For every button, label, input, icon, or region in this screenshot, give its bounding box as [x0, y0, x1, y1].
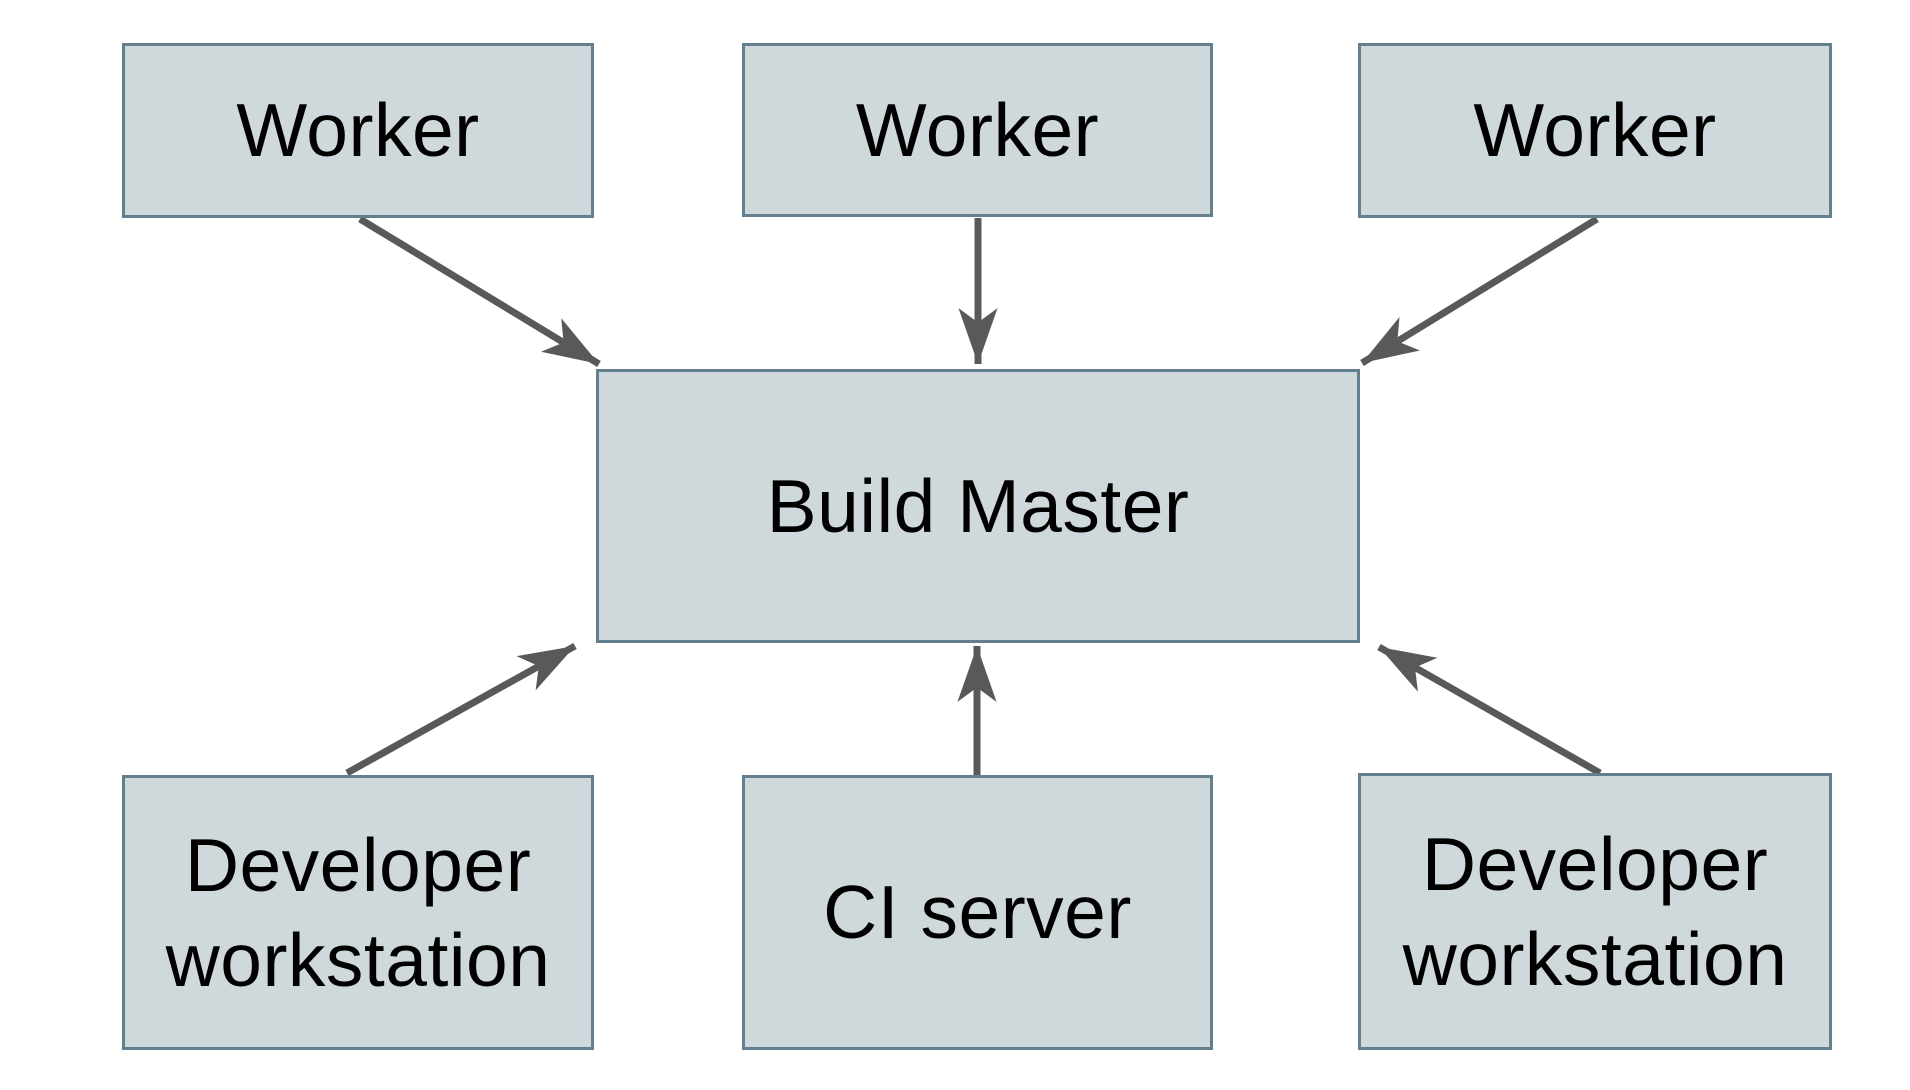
node-label: Developer workstation [1402, 822, 1788, 1001]
worker-1: Worker [122, 43, 594, 218]
arrow-developer-workstation-right-to-build-master [1377, 643, 1602, 777]
developer-workstation-left: Developer workstation [122, 775, 594, 1050]
arrow-developer-workstation-left-to-build-master [345, 642, 577, 777]
developer-workstation-right: Developer workstation [1358, 773, 1832, 1050]
worker-2: Worker [742, 43, 1213, 217]
node-label: Build Master [766, 463, 1190, 548]
ci-server: CI server [742, 775, 1213, 1050]
worker-3: Worker [1358, 43, 1832, 218]
node-label: Worker [1473, 88, 1717, 173]
node-label: Worker [236, 88, 480, 173]
build-master: Build Master [596, 369, 1360, 643]
node-label: Worker [855, 87, 1100, 172]
node-label: Developer workstation [165, 823, 551, 1002]
arrow-worker-3-to-build-master [1360, 216, 1599, 366]
arrow-worker-1-to-build-master [358, 216, 601, 367]
node-label: CI server [823, 870, 1132, 955]
